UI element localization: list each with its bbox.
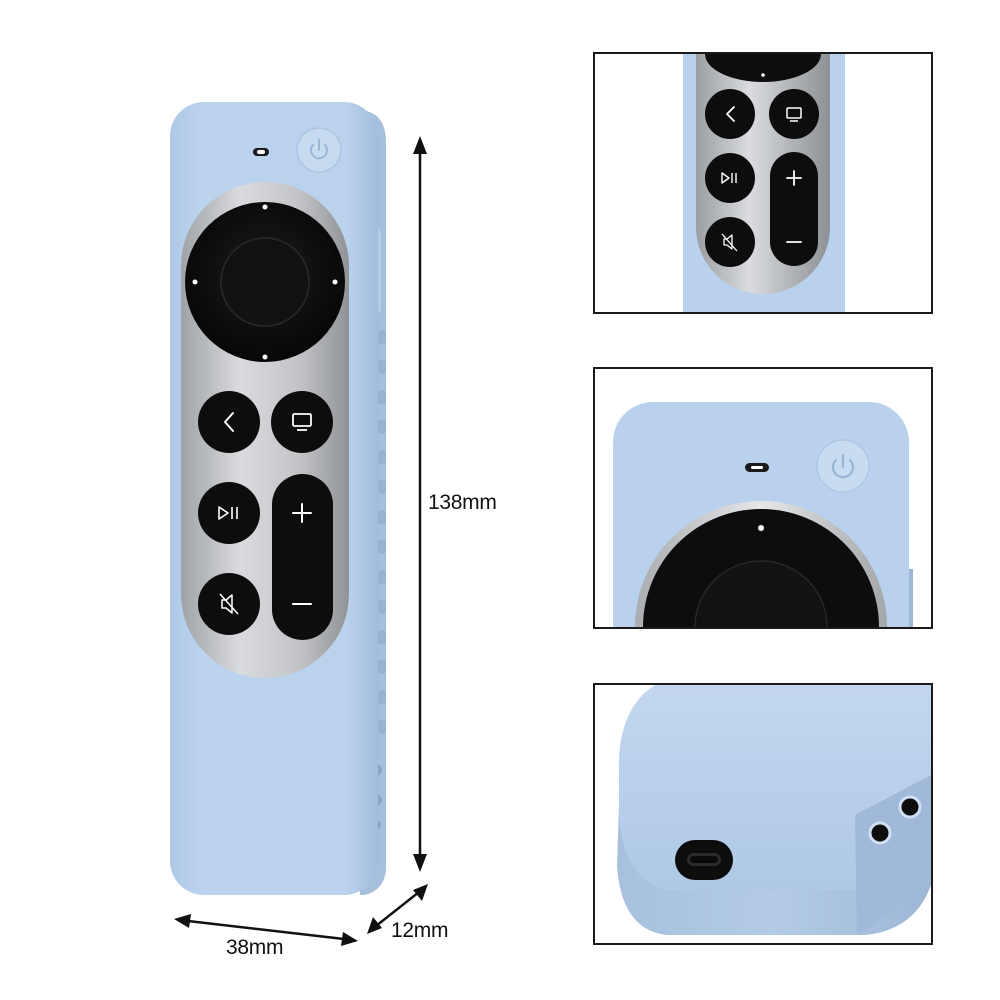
height-label: 138mm — [428, 491, 497, 514]
depth-label: 12mm — [391, 919, 449, 942]
volume-rocker-closeup — [770, 152, 818, 266]
power-button-closeup — [816, 439, 870, 493]
mute-button-closeup — [705, 217, 755, 267]
detail-panel-buttons — [593, 52, 933, 314]
top-closeup — [613, 402, 913, 627]
detail-panel-top — [593, 367, 933, 629]
usb-c-port — [675, 840, 733, 880]
depth-dimension-arrow — [367, 884, 428, 934]
width-label: 38mm — [226, 936, 284, 959]
play-pause-button-closeup — [705, 153, 755, 203]
volume-rocker[interactable] — [272, 474, 333, 640]
click-pad[interactable] — [185, 202, 345, 362]
tv-icon — [292, 413, 312, 431]
tv-button-closeup — [769, 89, 819, 139]
mute-button[interactable] — [198, 573, 260, 635]
buttons-closeup — [683, 54, 845, 312]
bottom-closeup — [617, 685, 931, 935]
play-pause-button[interactable] — [198, 482, 260, 544]
plus-icon — [292, 503, 312, 523]
height-dimension-arrow — [413, 136, 427, 872]
tv-button[interactable] — [271, 391, 333, 453]
power-icon — [310, 139, 328, 160]
play-pause-icon — [218, 506, 238, 520]
width-dimension-arrow — [174, 914, 358, 946]
back-chevron-icon — [224, 412, 234, 432]
power-button[interactable] — [296, 127, 342, 173]
detail-panel-bottom — [593, 683, 933, 945]
lanyard-holes — [868, 795, 922, 845]
back-button[interactable] — [198, 391, 260, 453]
mute-icon — [219, 593, 239, 615]
back-button-closeup — [705, 89, 755, 139]
